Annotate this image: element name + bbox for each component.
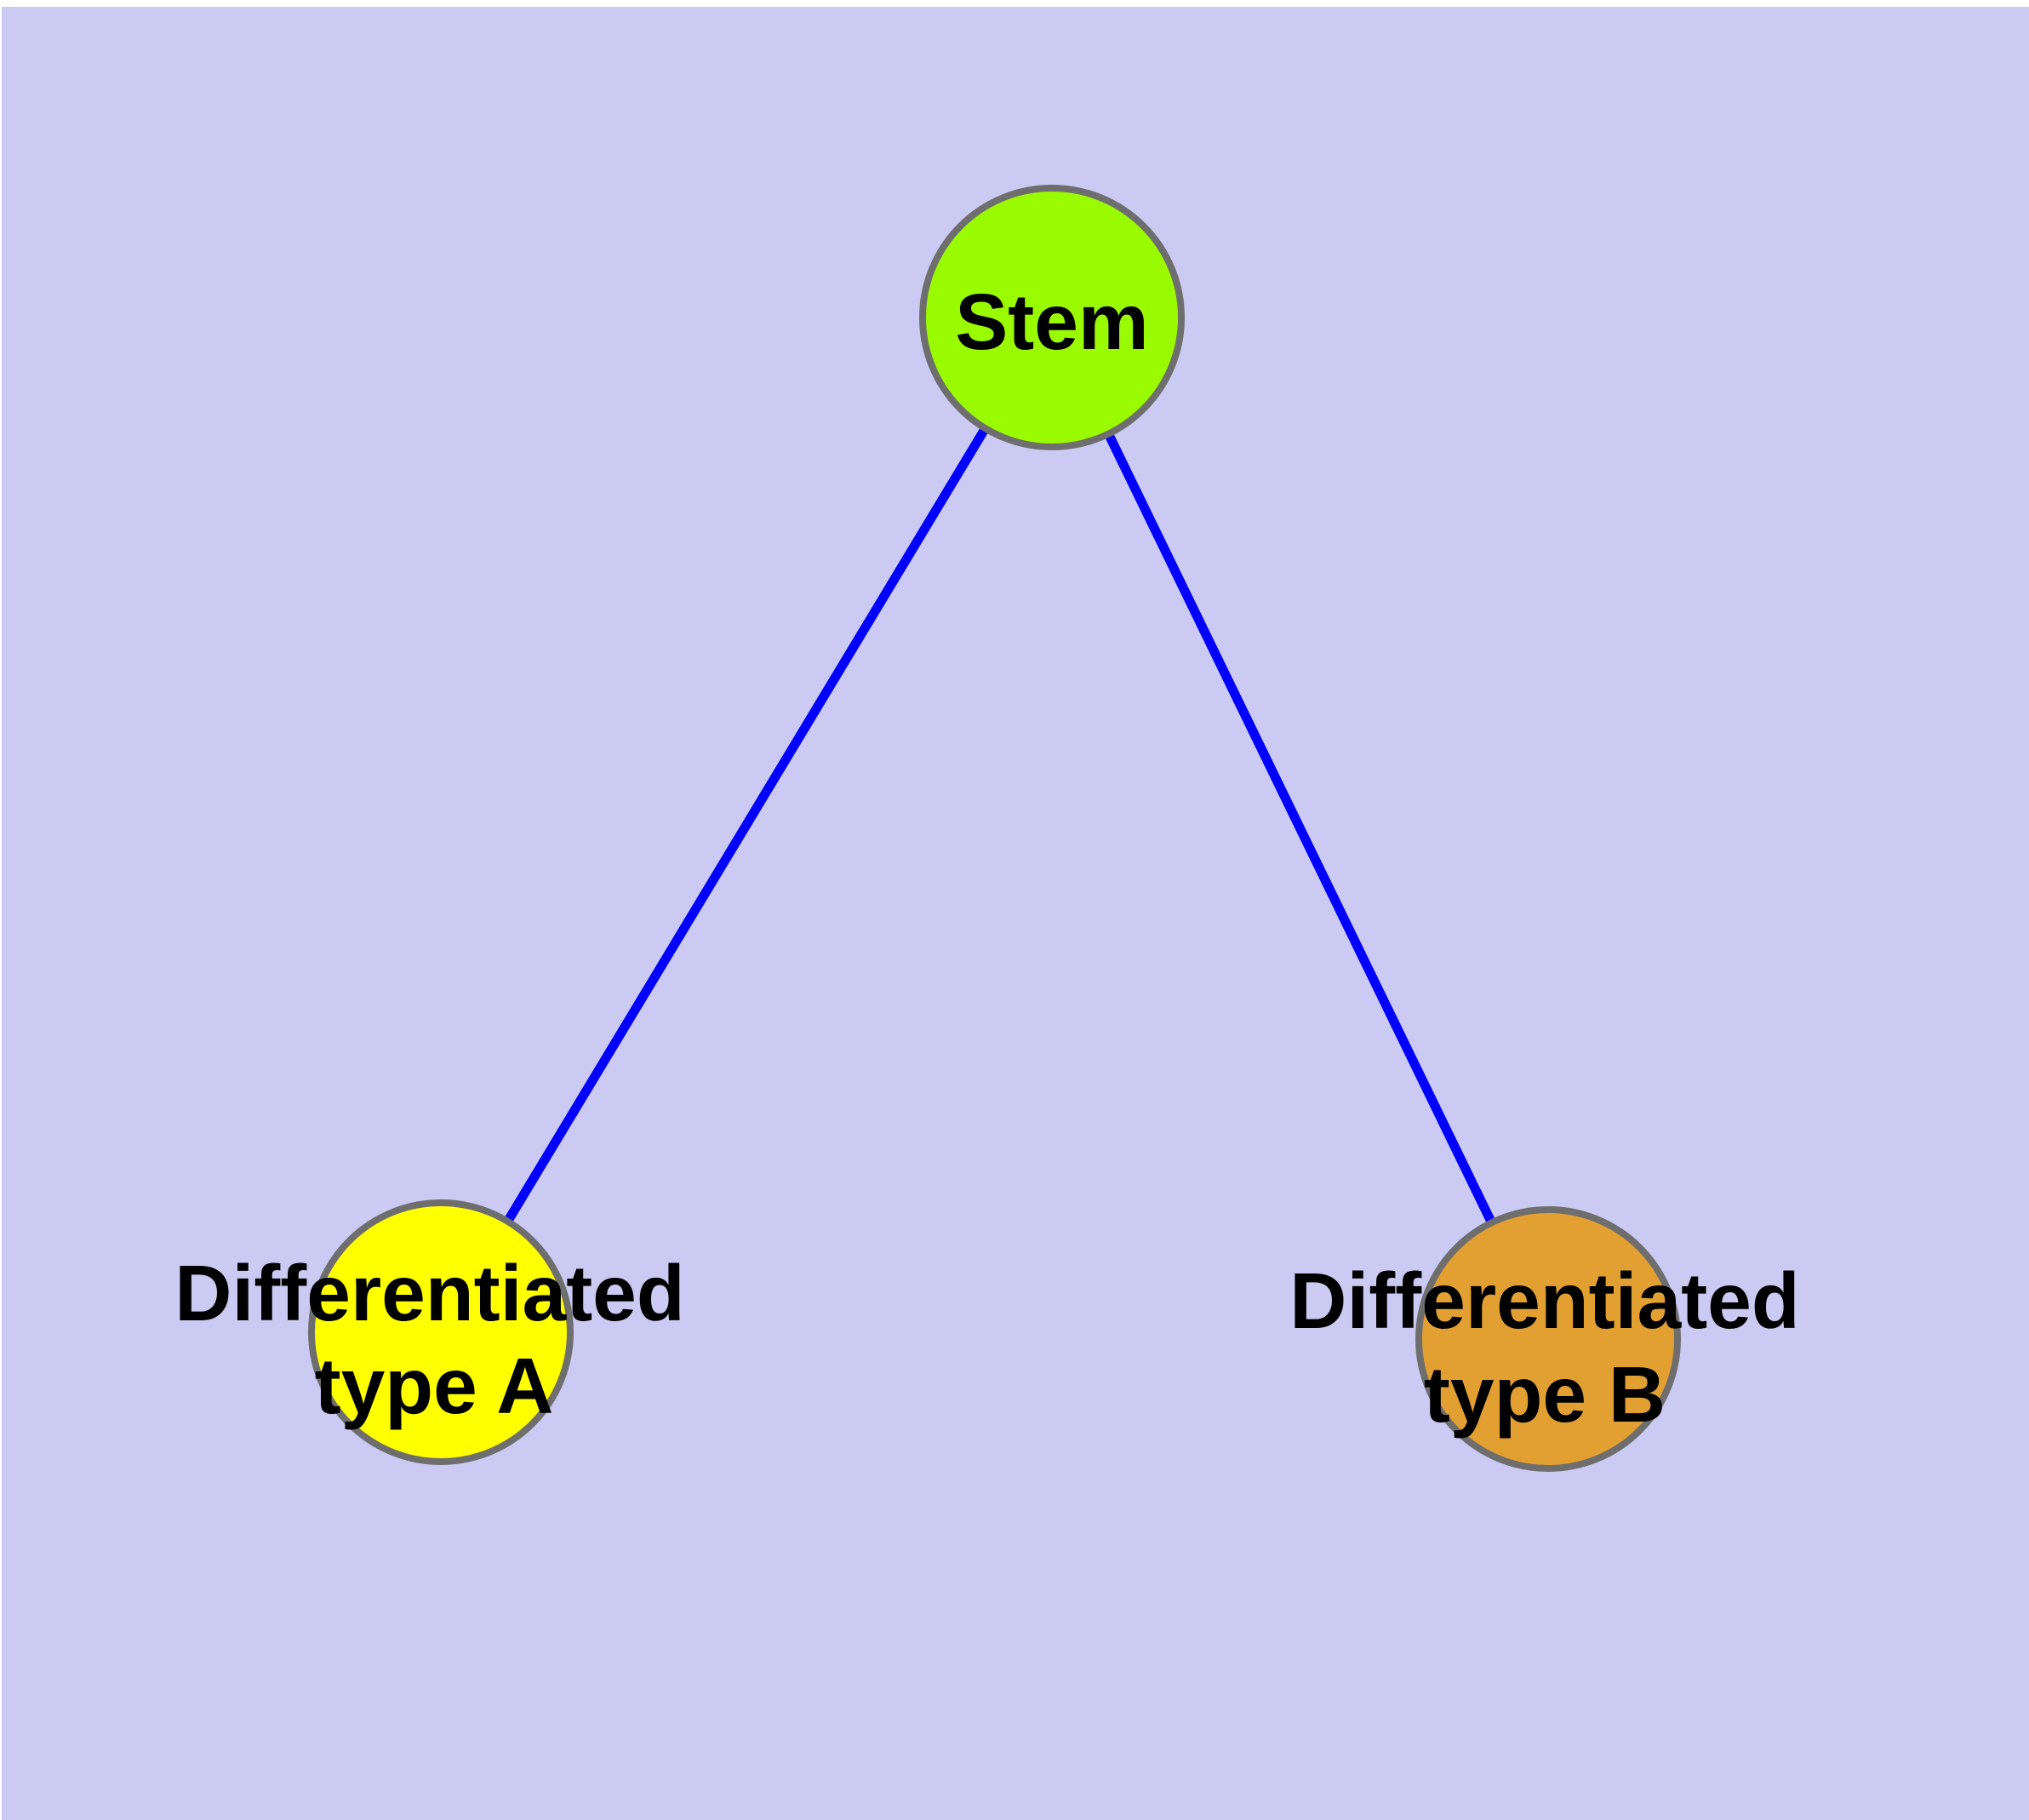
node-label-differentiated-type-b-line-1: Differentiated — [1289, 1256, 1799, 1345]
edge-stem-differentiated-type-b — [1048, 315, 1552, 1342]
node-label-stem-line-1: Stem — [955, 278, 1148, 366]
node-label-differentiated-type-b-line-2: type B — [1424, 1350, 1666, 1439]
node-label-differentiated-type-a-line-2: type A — [315, 1342, 554, 1430]
node-label-differentiated-type-a-line-1: Differentiated — [174, 1249, 684, 1337]
node-differentiated-type-a — [308, 1199, 574, 1465]
node-differentiated-type-b — [1415, 1206, 1681, 1472]
edge-stem-differentiated-type-a — [437, 315, 1056, 1335]
node-stem — [919, 185, 1185, 450]
